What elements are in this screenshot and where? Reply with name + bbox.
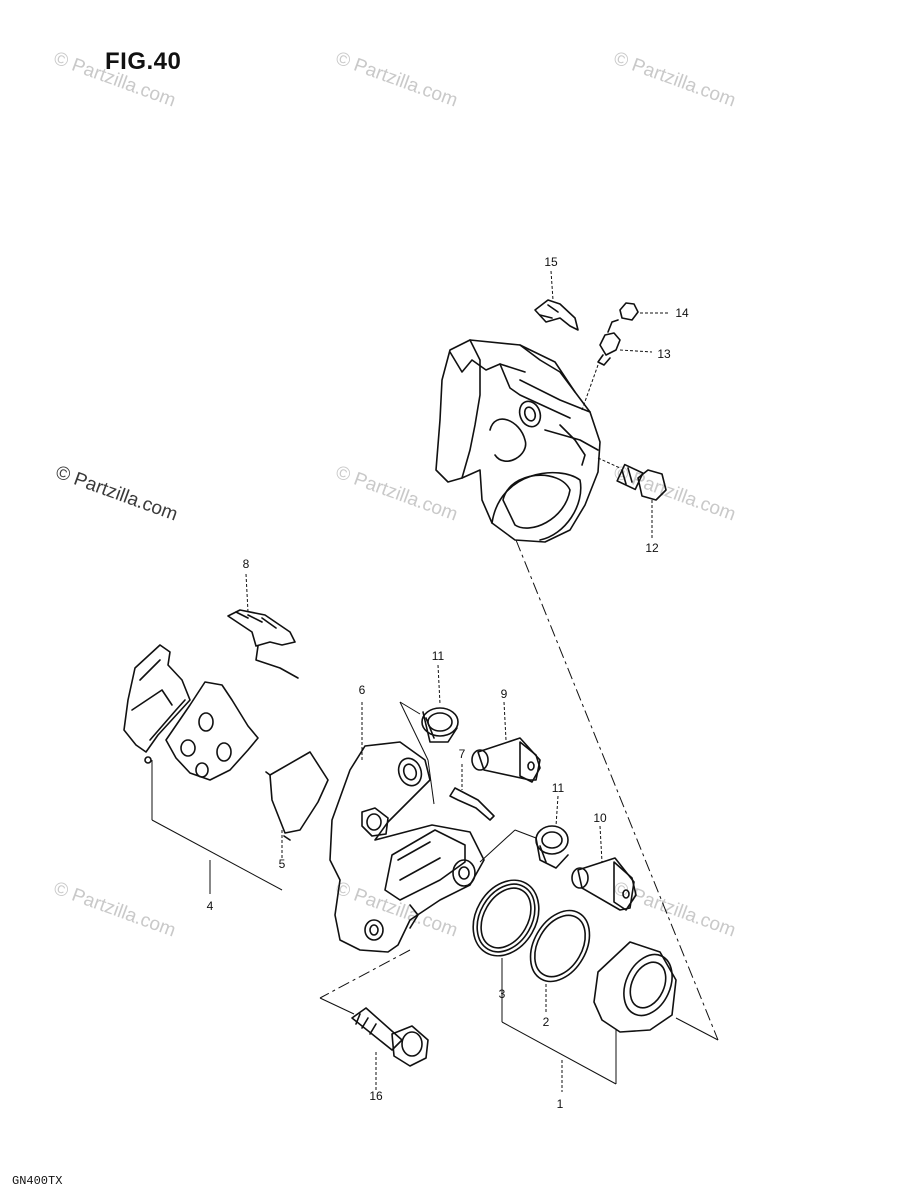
caliper-housing [435, 339, 601, 543]
part-label-1: 1 [557, 1097, 564, 1111]
part-label-15: 15 [544, 255, 558, 269]
part-label-2: 2 [543, 1015, 550, 1029]
part-11-upper-boot [421, 707, 459, 743]
part-1-piston [593, 941, 677, 1033]
part-16-mounting-bolt [351, 1007, 429, 1067]
part-label-4: 4 [207, 899, 214, 913]
part-11-lower-boot [535, 825, 569, 869]
part-label-11: 11 [552, 781, 565, 795]
part-label-13: 13 [657, 347, 671, 361]
part-15-pad-spring [534, 299, 579, 331]
part-label-11: 11 [432, 649, 445, 663]
part-label-5: 5 [279, 857, 286, 871]
leader-lines [151, 270, 719, 1092]
part-label-7: 7 [459, 747, 466, 761]
part-6-caliper-holder [329, 741, 485, 953]
part-label-3: 3 [499, 987, 506, 1001]
figure-title: FIG.40 [105, 48, 182, 75]
part-label-8: 8 [243, 557, 250, 571]
part-label-6: 6 [359, 683, 366, 697]
part-14-bleeder-cap [619, 302, 639, 321]
model-code: GN400TX [12, 1174, 63, 1188]
part-7-retaining-clip [449, 787, 495, 821]
part-label-12: 12 [645, 541, 659, 555]
part-9-sleeve-pin [471, 737, 541, 783]
part-8-pad-spring [227, 609, 299, 679]
part-label-10: 10 [593, 811, 607, 825]
part-2-piston-seal [529, 909, 591, 983]
part-5-shim [265, 751, 329, 841]
part-label-9: 9 [501, 687, 508, 701]
part-label-16: 16 [369, 1089, 383, 1103]
part-10-sleeve-pin [571, 857, 637, 911]
part-12-mounting-bolt [616, 463, 667, 501]
part-13-bleeder-screw [597, 319, 621, 366]
part-3-dust-seal [472, 879, 540, 957]
part-4-brake-pads [123, 644, 259, 781]
part-label-14: 14 [675, 306, 689, 320]
